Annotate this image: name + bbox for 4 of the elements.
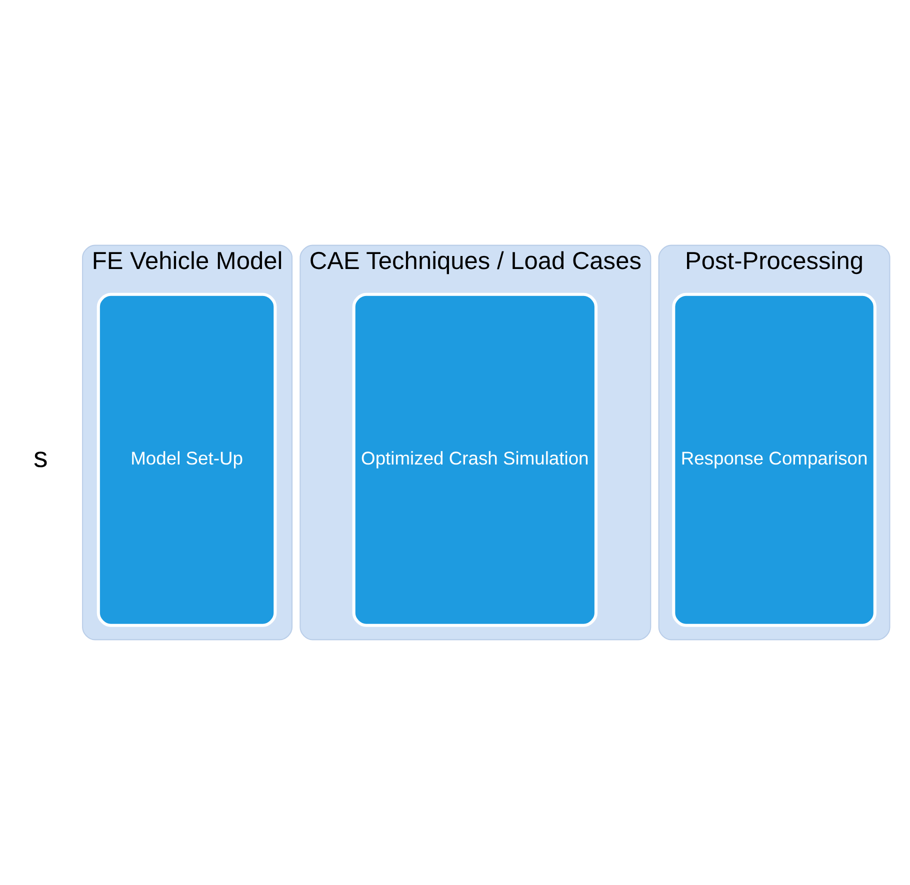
node-box: Optimized Crash Simulation: [352, 292, 598, 627]
label: s: [33, 442, 48, 474]
node-box: Response Comparison: [672, 292, 876, 627]
node-box: Model Set-Up: [96, 292, 276, 627]
